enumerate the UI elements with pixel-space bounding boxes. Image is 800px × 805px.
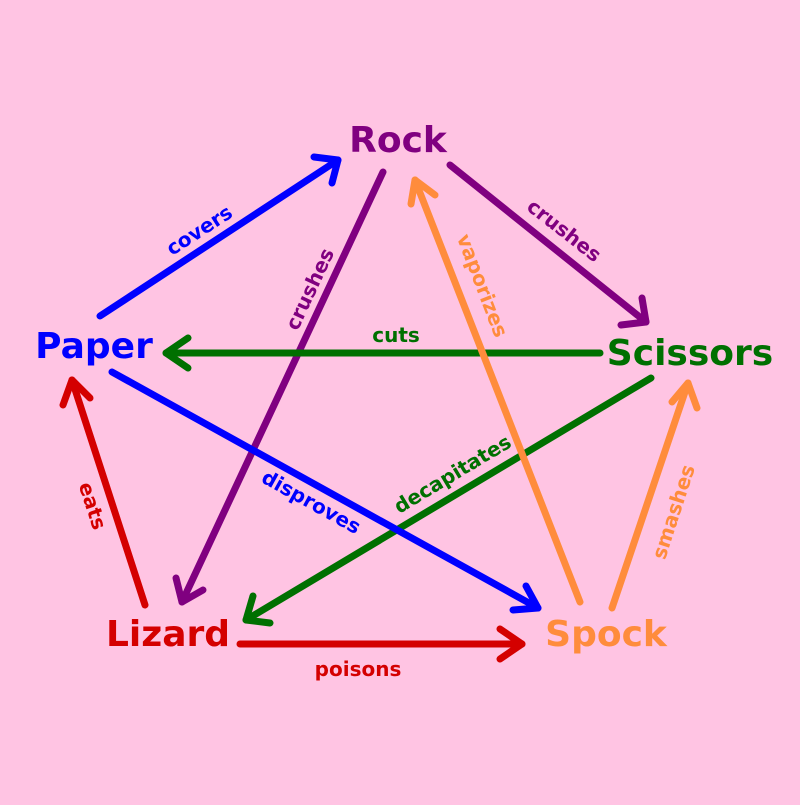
arrow-lizard-eats-paper [59, 376, 149, 609]
arrow-paper-disproves-spock [108, 368, 542, 614]
node-paper: Paper [35, 326, 153, 367]
node-rock: Rock [349, 120, 448, 161]
arrow-rock-crushes-lizard [172, 168, 387, 606]
label-vaporizes: vaporizes [452, 231, 513, 341]
arrow-scissors-cuts-paper [162, 334, 604, 372]
node-spock: Spock [545, 614, 668, 655]
arrow-paper-covers-rock [96, 153, 342, 320]
arrow-lizard-poisons-spock [236, 625, 526, 663]
node-lizard: Lizard [106, 614, 230, 655]
label-poisons: poisons [315, 657, 402, 681]
arrow-spock-vaporizes-rock [407, 176, 584, 606]
arrow-rock-crushes-scissors [446, 161, 650, 329]
arrow-scissors-decapitates-lizard [242, 374, 655, 627]
arrow-spock-smashes-scissors [608, 379, 701, 612]
node-scissors: Scissors [607, 333, 773, 374]
label-cuts: cuts [372, 323, 420, 347]
